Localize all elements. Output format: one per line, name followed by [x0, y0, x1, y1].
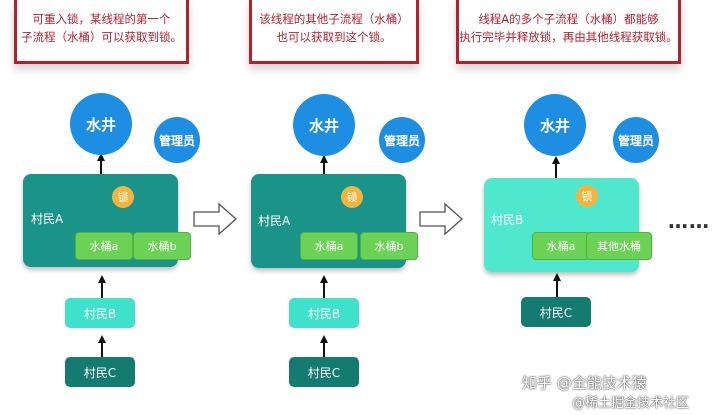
- note-1: 可重入锁，某线程的第一个 子流程（水桶）可以获取到锁。: [14, 0, 189, 64]
- water-well-1: 水井: [70, 93, 132, 155]
- note-3-line-2: 执行完毕并释放锁，再由其他线程获取锁。: [459, 30, 678, 44]
- villager-c-2: 村民C: [289, 357, 359, 387]
- manager-1: 管理员: [154, 117, 200, 163]
- villager-label-2: 村民A: [258, 214, 291, 228]
- villager-label-3: 村民B: [491, 213, 524, 227]
- note-2-line-2: 也可以获取到这个锁。: [276, 30, 392, 44]
- villager-c-1: 村民C: [65, 357, 135, 387]
- bucket-other-3: 其他水桶: [586, 232, 652, 260]
- note-3-line-1: 线程A的多个子流程（水桶）都能够: [478, 12, 659, 26]
- note-2: 该线程的其他子流程（水桶） 也可以获取到这个锁。: [249, 0, 419, 64]
- villager-c-3: 村民C: [521, 297, 591, 327]
- ellipsis: ……: [668, 209, 710, 233]
- bucket-b-2: 水桶b: [360, 232, 418, 260]
- water-well-3: 水井: [524, 94, 586, 156]
- villager-label-1: 村民A: [31, 212, 64, 226]
- transition-arrow-2: [419, 202, 463, 236]
- villager-b-1: 村民B: [65, 298, 135, 328]
- bucket-a-3: 水桶a: [532, 232, 590, 260]
- bucket-b-1: 水桶b: [133, 232, 191, 260]
- water-well-2: 水井: [293, 94, 355, 156]
- manager-2: 管理员: [379, 117, 425, 163]
- watermark-line-2: @稀土掘金技术社区: [572, 396, 690, 411]
- manager-3: 管理员: [613, 117, 659, 163]
- bucket-a-1: 水桶a: [75, 232, 133, 260]
- bucket-a-2: 水桶a: [300, 232, 358, 260]
- transition-arrow-1: [193, 202, 237, 236]
- villager-b-2: 村民B: [289, 298, 359, 328]
- note-2-line-1: 该线程的其他子流程（水桶）: [259, 12, 409, 26]
- lock-3: 锁: [576, 185, 598, 207]
- lock-2: 锁: [341, 186, 363, 208]
- note-1-line-1: 可重入锁，某线程的第一个: [32, 12, 171, 26]
- watermark-line-1: 知乎 @全能技术猿: [522, 374, 647, 392]
- note-3: 线程A的多个子流程（水桶）都能够 执行完毕并释放锁，再由其他线程获取锁。: [456, 0, 681, 64]
- note-1-line-2: 子流程（水桶）可以获取到锁。: [21, 30, 182, 44]
- lock-1: 锁: [112, 186, 134, 208]
